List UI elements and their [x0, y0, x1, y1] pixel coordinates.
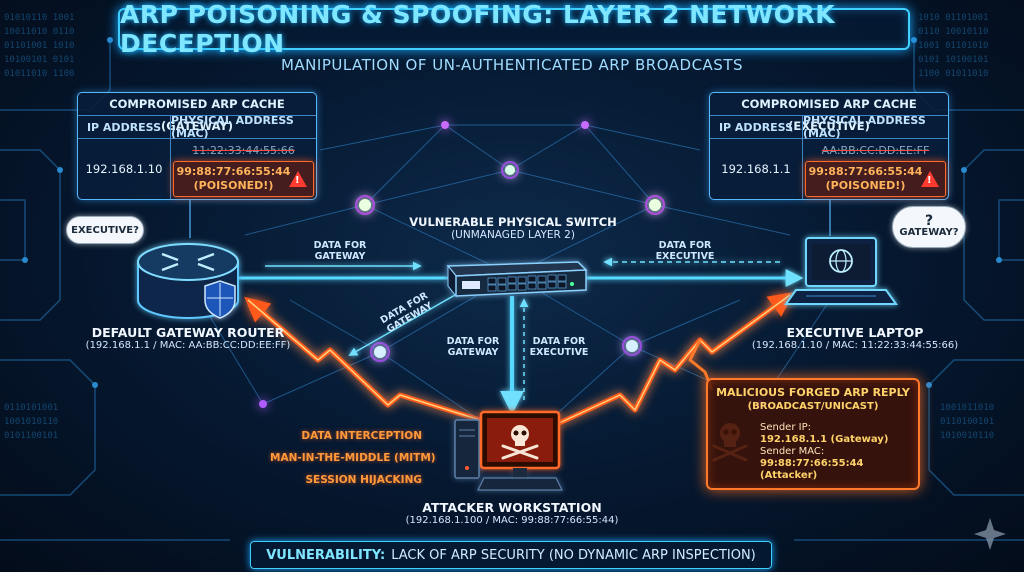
executive-arp-cache: COMPROMISED ARP CACHE (EXECUTIVE) IP ADD…	[709, 92, 949, 200]
flow-label-line: EXECUTIVE	[655, 251, 715, 262]
flow-label-line: DATA FOR	[313, 240, 367, 251]
threat-data-interception: DATA INTERCEPTION	[301, 430, 422, 442]
router-name: DEFAULT GATEWAY ROUTER	[91, 325, 285, 340]
footer-label: VULNERABILITY:	[266, 547, 386, 563]
flow-label-line: DATA FOR	[532, 336, 586, 347]
svg-text:1010 01101001: 1010 01101001	[918, 13, 988, 23]
footer-text: LACK OF ARP SECURITY (NO DYNAMIC ARP INS…	[391, 547, 756, 563]
gateway-cache-ip: 192.168.1.10	[78, 139, 171, 199]
threat-mitm: MAN-IN-THE-MIDDLE (MITM)	[270, 452, 436, 464]
laptop-name: EXECUTIVE LAPTOP	[786, 325, 924, 340]
laptop-label: EXECUTIVE LAPTOP (192.168.1.10 / MAC: 11…	[740, 325, 970, 351]
svg-text:10011010 0110: 10011010 0110	[4, 27, 74, 37]
gateway-cache-new-mac: 99:88:77:66:55:44	[176, 165, 291, 178]
attacker-workstation-icon	[454, 410, 563, 491]
page-title: ARP POISONING & SPOOFING: LAYER 2 NETWOR…	[120, 0, 836, 58]
attacker-label: ATTACKER WORKSTATION (192.168.1.100 / MA…	[380, 500, 644, 526]
sparkle-icon	[974, 518, 1006, 550]
svg-text:01010110 1001: 01010110 1001	[4, 13, 74, 23]
flow-label-line: EXECUTIVE	[529, 347, 589, 358]
flow-label-line: GATEWAY	[447, 347, 499, 358]
gateway-cache-col-ip: IP ADDRESS	[78, 116, 171, 138]
gateway-cache-col-mac: PHYSICAL ADDRESS (MAC)	[171, 114, 294, 140]
gateway-arp-cache: COMPROMISED ARP CACHE (GATEWAY) IP ADDRE…	[77, 92, 317, 200]
laptop-address: (192.168.1.10 / MAC: 11:22:33:44:55:66)	[751, 340, 959, 351]
title-banner: ARP POISONING & SPOOFING: LAYER 2 NETWOR…	[118, 0, 910, 58]
router-thought-text: EXECUTIVE?	[71, 224, 139, 236]
router-thought-bubble: EXECUTIVE?	[66, 216, 144, 244]
executive-cache-old-mac: AA:BB:CC:DD:EE:FF	[821, 143, 930, 157]
svg-text:0110100101: 0110100101	[940, 417, 994, 427]
blue-data-flows	[238, 257, 804, 415]
forged-reply-sub: (BROADCAST/UNICAST)	[747, 401, 879, 412]
forged-ip-label: Sender IP:	[760, 422, 811, 433]
forged-mac-value: 99:88:77:66:55:44 (Attacker)	[760, 458, 864, 481]
warning-icon: !	[289, 171, 307, 187]
threat-session-hijacking: SESSION HIJACKING	[305, 474, 422, 486]
binary-decoration: 01010110 1001 10011010 0110 01101001 101…	[4, 13, 994, 441]
svg-text:1010010110: 1010010110	[940, 431, 994, 441]
vulnerability-footer: VULNERABILITY: LACK OF ARP SECURITY (NO …	[250, 541, 772, 569]
laptop-thought-bubble: ? GATEWAY?	[892, 206, 966, 248]
page-subtitle: MANIPULATION OF UN-AUTHENTICATED ARP BRO…	[280, 56, 744, 74]
flow-label-line: DATA FOR	[446, 336, 500, 347]
executive-cache-status: (POISONED!)	[825, 179, 906, 192]
gateway-cache-title: COMPROMISED ARP CACHE (GATEWAY)	[78, 93, 316, 133]
warning-icon: !	[921, 171, 939, 187]
svg-text:1001011010: 1001011010	[940, 403, 994, 413]
executive-cache-new-mac: 99:88:77:66:55:44	[808, 165, 923, 178]
svg-text:01011010 1100: 01011010 1100	[4, 69, 74, 79]
executive-cache-col-ip: IP ADDRESS	[710, 116, 803, 138]
router-address: (192.168.1.1 / MAC: AA:BB:CC:DD:EE:FF)	[85, 340, 291, 351]
orange-attack-bolts	[244, 292, 795, 428]
forged-ip-value: 192.168.1.1 (Gateway)	[760, 434, 889, 445]
attacker-name: ATTACKER WORKSTATION	[422, 500, 602, 515]
cache-connectors	[189, 198, 831, 238]
switch-name: VULNERABLE PHYSICAL SWITCH	[409, 215, 617, 229]
bolt-to-router	[244, 296, 481, 423]
switch-sub: (UNMANAGED LAYER 2)	[451, 229, 575, 241]
executive-cache-title: COMPROMISED ARP CACHE (EXECUTIVE)	[710, 93, 948, 133]
svg-text:0110 10010110: 0110 10010110	[918, 27, 988, 37]
laptop-icon	[784, 237, 898, 305]
forged-mac-label: Sender MAC:	[760, 446, 825, 457]
svg-text:1100 01011010: 1100 01011010	[918, 69, 988, 79]
svg-text:1001010110: 1001010110	[4, 417, 58, 427]
diag-gateway-arrow	[348, 294, 456, 356]
forged-arp-reply-box: MALICIOUS FORGED ARP REPLY (BROADCAST/UN…	[706, 378, 920, 490]
executive-cache-col-mac: PHYSICAL ADDRESS (MAC)	[803, 114, 926, 140]
flow-label-line: DATA FOR	[658, 240, 712, 251]
laptop-thought-text: GATEWAY?	[899, 227, 959, 238]
router-label: DEFAULT GATEWAY ROUTER (192.168.1.1 / MA…	[70, 325, 306, 351]
flow-label-line: GATEWAY	[314, 251, 366, 262]
gateway-cache-poisoned-entry: 99:88:77:66:55:44 (POISONED!) !	[173, 161, 314, 197]
gateway-cache-status: (POISONED!)	[193, 179, 274, 192]
executive-cache-poisoned-entry: 99:88:77:66:55:44 (POISONED!) !	[805, 161, 946, 197]
flow-label-down-right: DATA FOR EXECUTIVE	[527, 336, 591, 358]
flow-label-left-top: DATA FOR GATEWAY	[305, 240, 375, 262]
router-icon	[137, 243, 239, 319]
circuit-nodes	[22, 37, 1002, 388]
executive-cache-ip: 192.168.1.1	[710, 139, 803, 199]
flow-label-down-left: DATA FOR GATEWAY	[440, 336, 506, 358]
attacker-address: (192.168.1.100 / MAC: 99:88:77:66:55:44)	[405, 515, 619, 526]
svg-text:0101 10100101: 0101 10100101	[918, 55, 988, 65]
svg-text:01101001 1010: 01101001 1010	[4, 41, 74, 51]
svg-text:10100101 0101: 10100101 0101	[4, 55, 74, 65]
laptop-thought-question: ?	[924, 213, 934, 229]
switch-label: VULNERABLE PHYSICAL SWITCH (UNMANAGED LA…	[398, 215, 628, 241]
switch-icon	[446, 261, 588, 298]
svg-text:0101100101: 0101100101	[4, 431, 58, 441]
gateway-cache-old-mac: 11:22:33:44:55:66	[192, 143, 295, 157]
forged-reply-title: MALICIOUS FORGED ARP REPLY	[716, 386, 910, 399]
svg-text:0110101001: 0110101001	[4, 403, 58, 413]
svg-text:1001 01101010: 1001 01101010	[918, 41, 988, 51]
flow-label-right-top: DATA FOR EXECUTIVE	[650, 240, 720, 262]
